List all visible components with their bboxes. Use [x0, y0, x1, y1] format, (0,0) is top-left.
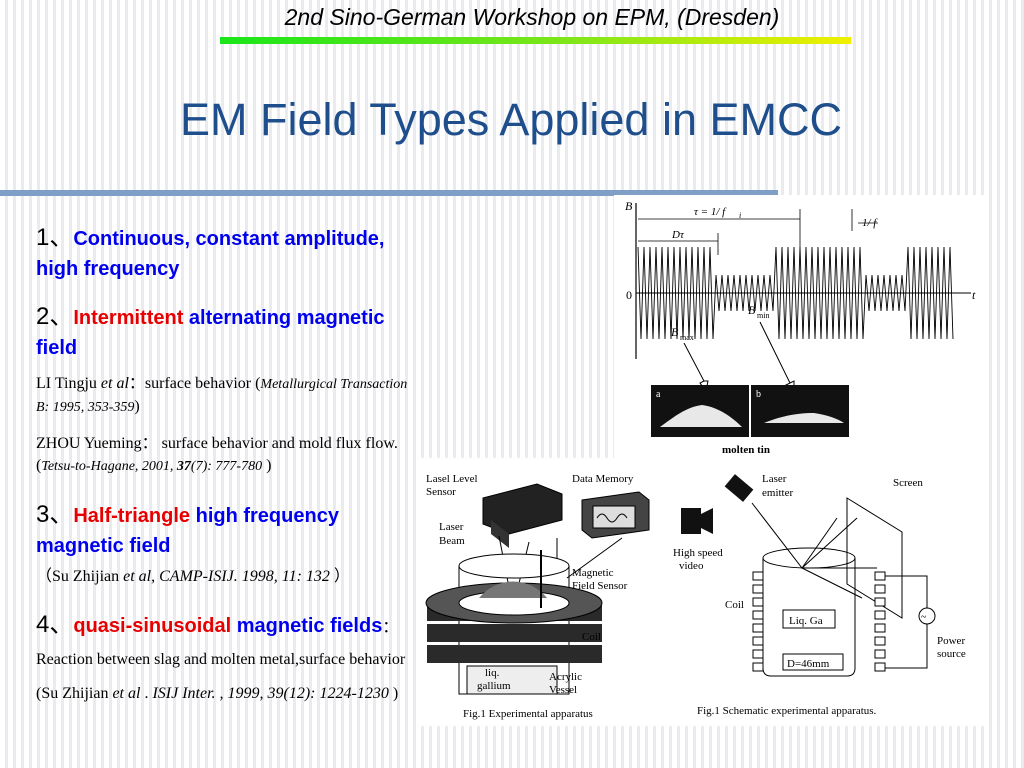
ref-desc: ：surface behavior (	[128, 375, 261, 392]
item-number: 3、	[36, 501, 74, 528]
laser-level-sensor	[482, 483, 563, 535]
label-coil: Coil	[582, 631, 601, 643]
photo-b-label: b	[756, 389, 761, 400]
item-text: Continuous, constant amplitude, high fre…	[36, 228, 385, 280]
power-source-icon	[918, 607, 936, 625]
item-number: 4、	[36, 611, 74, 638]
item-text: high frequency magnetic field	[36, 505, 339, 557]
label-liq-ga: Liq. Ga	[789, 615, 823, 627]
waveform-figure: B 0 t τ = 1/ f i 1/ f Dτ B max B min a b…	[614, 195, 984, 458]
ref-close: )	[388, 685, 399, 702]
video-camera-icon	[681, 508, 701, 534]
b-axis-label: B	[625, 199, 633, 213]
laser-emitter	[724, 474, 754, 502]
ref-comma: ,	[151, 568, 160, 585]
ref-pages: (7): 777-780	[190, 459, 263, 474]
zero-label: 0	[626, 288, 632, 302]
ref-dot: .	[140, 685, 153, 702]
label-screen: Screen	[893, 477, 923, 489]
ref-author: LI Tingju	[36, 375, 101, 392]
label-diameter: D=46mm	[787, 658, 830, 670]
label-lasel-level: Lasel Level	[426, 473, 478, 485]
ref-desc: Reaction between slag and molten metal,s…	[36, 651, 406, 702]
label-source: source	[937, 648, 966, 660]
photo-b	[751, 385, 849, 437]
ref-etal: et al	[112, 685, 141, 702]
ac-symbol: ~	[921, 612, 927, 623]
reference-li-tingju: LI Tingju et al：surface behavior (Metall…	[36, 373, 416, 419]
coil-left	[752, 571, 764, 672]
ref-journal: CAMP-ISIJ. 1998, 11: 132	[159, 568, 330, 585]
workshop-header: 2nd Sino-German Workshop on EPM, (Dresde…	[284, 4, 780, 30]
photo-caption: molten tin	[722, 444, 770, 456]
label-beam: Beam	[439, 535, 465, 547]
reference-su-zhijian-1999: Reaction between slag and molten metal,s…	[36, 651, 405, 702]
title-divider	[0, 190, 778, 196]
ref-close: )	[262, 457, 272, 474]
bmin-arrow	[759, 321, 795, 394]
waveform-trace	[637, 246, 954, 340]
bmin-label: B	[748, 303, 756, 317]
ref-close: )	[134, 398, 140, 415]
bmax-arrow	[683, 342, 709, 393]
list-item-1: 1、Continuous, constant amplitude, high f…	[36, 223, 426, 284]
item-highlight: Intermittent	[73, 307, 184, 329]
ref-desc: ZHOU Yueming： surface behavior and mold …	[36, 435, 398, 474]
label-r-laser: Laser	[762, 473, 787, 485]
apparatus-figure: Lasel Level Sensor Data Memory Laser Bea…	[417, 458, 984, 726]
item-text: magnetic fields	[231, 615, 383, 637]
item-highlight: quasi-sinusoidal	[73, 615, 232, 637]
label-laser: Laser	[439, 521, 464, 533]
list-item-4: 4、quasi-sinusoidal magnetic fields： React…	[36, 609, 421, 711]
label-sensor: Sensor	[426, 486, 456, 498]
coil-right	[874, 571, 886, 672]
ref-journal: Tetsu-to-Hagane, 2001,	[41, 459, 177, 474]
ref-etal: et al	[123, 568, 152, 585]
d-tau-label: Dτ	[671, 229, 685, 241]
ref-close: ）	[329, 568, 350, 585]
label-data-memory: Data Memory	[572, 473, 634, 485]
reference-zhou-yueming: ZHOU Yueming： surface behavior and mold …	[36, 433, 416, 478]
diameter-box	[782, 653, 844, 671]
item-text: alternating magnetic field	[36, 307, 385, 359]
photo-a-label: a	[656, 389, 661, 400]
ref-volume: 37	[176, 459, 191, 474]
bmax-label: B	[671, 325, 679, 339]
list-item-3: 3、Half-triangle high frequency magnetic …	[36, 500, 356, 561]
label-acrylic: Acrylic	[549, 671, 582, 683]
ref-journal: Metallurgical Transaction B: 1995, 353-3…	[36, 377, 408, 415]
label-field-sensor: Field Sensor	[572, 580, 628, 592]
bmin-subscript: min	[757, 311, 769, 320]
label-magnetic: Magnetic	[572, 567, 614, 579]
liquid-ga-box	[782, 609, 836, 629]
reference-su-zhijian-1998: （Su Zhijian et al, CAMP-ISIJ. 1998, 11: …	[36, 566, 436, 588]
label-liq: liq.	[485, 667, 500, 679]
label-video: video	[679, 560, 704, 572]
label-vessel: Vessel	[549, 684, 577, 696]
tau-label: τ = 1/ f	[694, 206, 727, 218]
list-item-2: 2、Intermittent alternating magnetic fiel…	[36, 302, 416, 363]
label-r-coil: Coil	[725, 599, 744, 611]
liquid-gallium	[466, 665, 558, 695]
ref-open: （Su Zhijian	[36, 568, 124, 585]
one-over-f-label: 1/ f	[862, 217, 878, 229]
label-gallium: gallium	[477, 680, 511, 692]
bmax-subscript: max	[680, 333, 694, 342]
header-underline-bar	[220, 37, 851, 44]
ref-colon: ：	[382, 619, 399, 636]
left-figure-caption: Fig.1 Experimental apparatus	[463, 708, 593, 720]
label-emitter: emitter	[762, 487, 793, 499]
item-number: 2、	[36, 303, 74, 330]
ref-journal: ISIJ Inter. , 1999, 39(12): 1224-1230	[152, 685, 389, 702]
label-power: Power	[937, 635, 965, 647]
right-figure-caption: Fig.1 Schematic experimental apparatus.	[697, 705, 877, 717]
projection-screen	[846, 497, 903, 619]
slide-title: EM Field Types Applied in EMCC	[180, 94, 842, 145]
item-number: 1、	[36, 224, 74, 251]
t-axis-label: t	[972, 288, 976, 302]
label-high-speed: High speed	[673, 547, 723, 559]
ref-etal: et al	[100, 375, 129, 392]
tau-subscript: i	[739, 211, 741, 220]
item-highlight: Half-triangle	[73, 505, 191, 527]
